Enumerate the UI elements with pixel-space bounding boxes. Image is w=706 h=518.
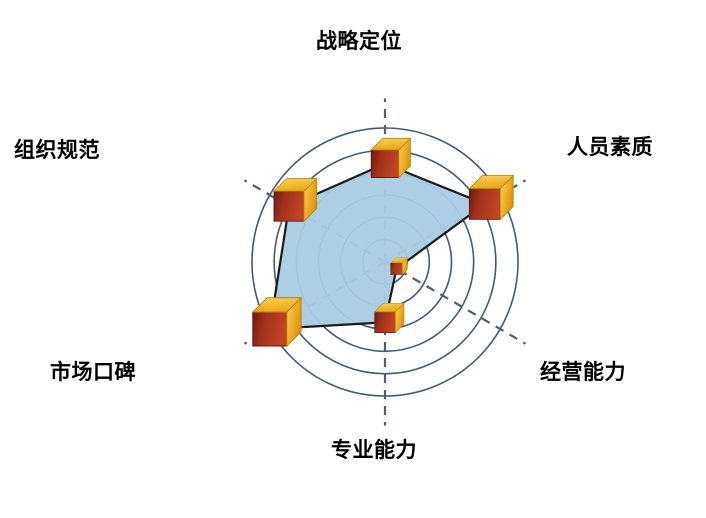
axis-label-personnel-quality: 人员素质 <box>567 135 653 159</box>
axis-label-market-reputation: 市场口碑 <box>50 360 136 384</box>
data-point-marker-0 <box>370 137 412 179</box>
axis-spoke-2 <box>384 261 527 345</box>
data-point-marker-5 <box>272 177 318 223</box>
data-point-marker-3 <box>373 302 405 334</box>
axis-label-operational-ability: 经营能力 <box>540 360 626 384</box>
radar-data-markers <box>251 137 515 348</box>
data-point-marker-2 <box>390 257 408 276</box>
data-point-marker-4 <box>251 296 303 348</box>
axis-label-professional-ability: 专业能力 <box>331 438 417 462</box>
data-point-marker-1 <box>468 174 515 221</box>
axis-label-organizational-standards: 组织规范 <box>14 138 100 162</box>
axis-label-strategic-positioning: 战略定位 <box>316 29 402 53</box>
